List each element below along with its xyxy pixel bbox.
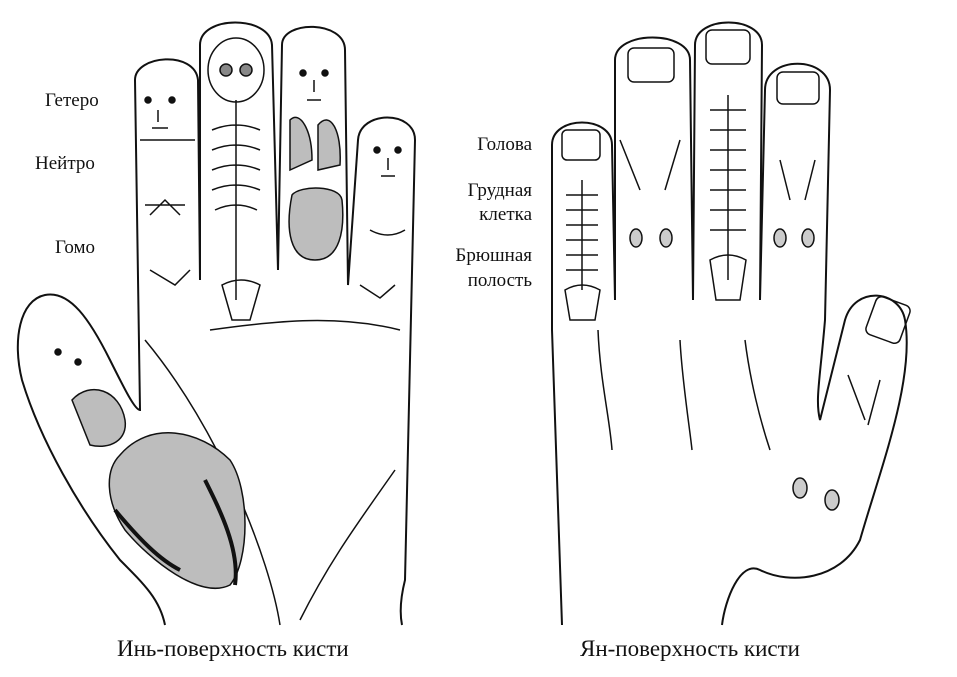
thumb-organs [54, 348, 246, 589]
caption-yin: Инь-поверхность кисти [117, 636, 349, 661]
ring-organs [288, 69, 344, 261]
yang-hand-outline [551, 21, 908, 626]
little-face [369, 146, 406, 236]
label-homo: Гомо [55, 237, 95, 258]
yin-hand [16, 21, 417, 626]
yin-hand-outline [16, 21, 417, 626]
label-hetero: Гетеро [45, 90, 99, 111]
label-abdomen-2: полость [467, 270, 532, 291]
label-chest-1: Грудная [467, 180, 532, 201]
index-face [140, 96, 195, 216]
yang-hand [551, 21, 911, 626]
yang-spines [564, 95, 747, 321]
caption-yang: Ян-поверхность кисти [580, 636, 800, 661]
middle-skeleton [207, 37, 265, 321]
kidneys [619, 139, 881, 511]
label-abdomen-1: Брюшная [455, 245, 532, 266]
label-neutro: Нейтро [35, 153, 95, 174]
label-chest-2: клетка [479, 204, 532, 225]
nails [561, 29, 911, 345]
label-head: Голова [477, 134, 532, 155]
